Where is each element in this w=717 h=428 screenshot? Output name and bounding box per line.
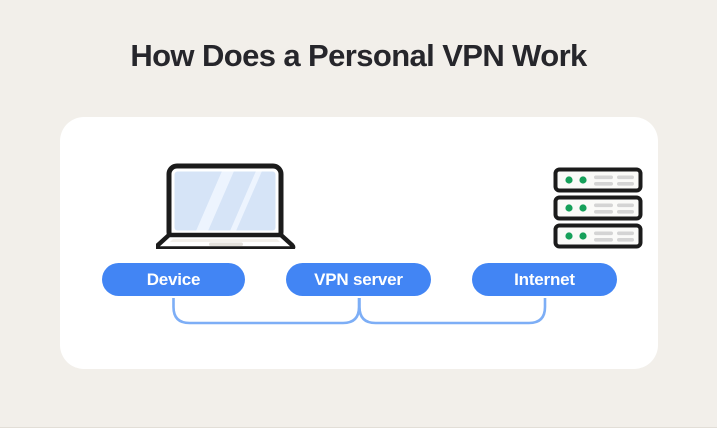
laptop-icon <box>156 163 296 249</box>
connector-vpn-to-internet <box>358 298 547 325</box>
vpn-server-icon-slot <box>298 117 643 249</box>
page-title: How Does a Personal VPN Work <box>130 38 587 73</box>
diagram-card: Device VPN server Internet <box>60 117 658 369</box>
node-label-vpn-server[interactable]: VPN server <box>286 263 431 296</box>
server-rack-icon <box>553 167 643 249</box>
device-icon-slot <box>108 117 296 249</box>
internet-icon-slot <box>480 117 612 217</box>
connector-device-to-vpn <box>172 298 361 325</box>
node-label-device[interactable]: Device <box>102 263 245 296</box>
node-label-internet[interactable]: Internet <box>472 263 617 296</box>
